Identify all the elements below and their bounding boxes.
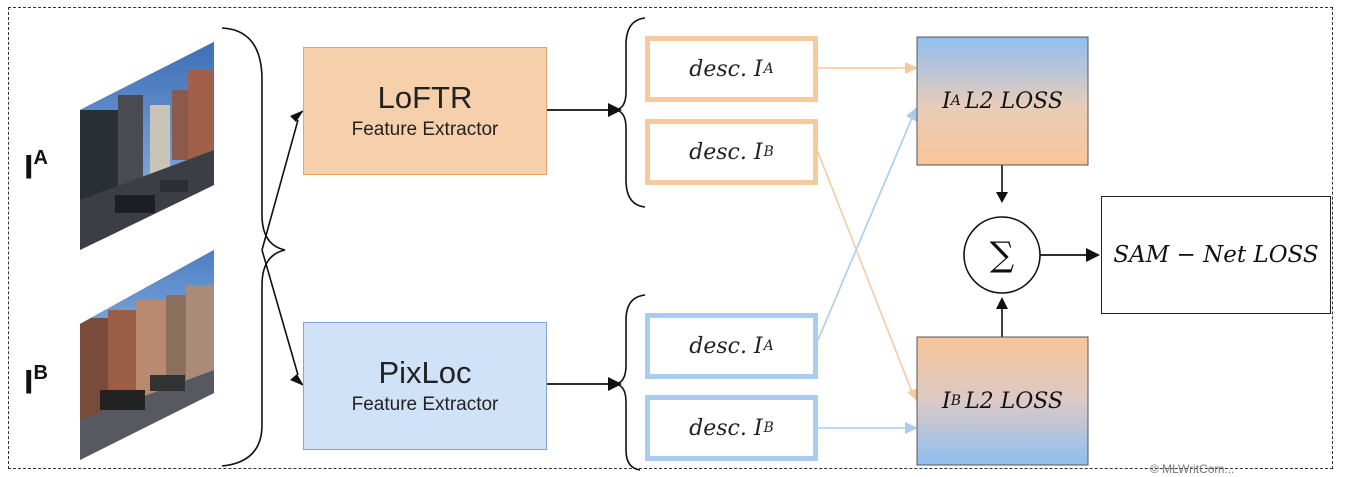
loss-a-fill [916, 36, 1089, 166]
diagram-frame [8, 7, 1333, 469]
pixloc-desc-brace [615, 294, 646, 471]
arrow-head-loftr-out [608, 103, 622, 117]
line-loftr-b-to-loss-b [817, 151, 913, 393]
loss-b-fill [916, 336, 1089, 466]
watermark: © MLWritCom... [1150, 462, 1235, 476]
loftr-subtitle: Feature Extractor [351, 119, 499, 141]
arrow-head-pixloc-out [608, 377, 622, 391]
arrowhead-loftr-b [907, 388, 918, 402]
arrow-head-loftr [290, 110, 304, 122]
arrow-head-pixloc [290, 374, 304, 386]
arrowhead-pixloc-a [906, 106, 918, 122]
sum-symbol: ∑ [989, 235, 1015, 275]
arrowhead-loftr-a [905, 62, 918, 74]
loftr-desc-brace [615, 17, 646, 208]
line-pixloc-a-to-loss-a [817, 117, 913, 341]
arrow-to-loftr [261, 119, 299, 251]
arrowhead-loss-a-sum [996, 192, 1008, 203]
arrowhead-loss-b-sum [996, 297, 1008, 309]
image-a-label: IA [24, 147, 48, 187]
input-brace [221, 27, 286, 467]
loftr-title: LoFTR [377, 79, 473, 115]
pixloc-subtitle: Feature Extractor [351, 394, 499, 416]
pixloc-extractor-box: PixLoc Feature Extractor [303, 322, 547, 450]
pixloc-title: PixLoc [378, 354, 472, 390]
arrowhead-pixloc-b [905, 422, 918, 434]
arrowhead-sum-output [1086, 248, 1100, 262]
sam-net-loss-box: SAM − Net LOSS [1101, 196, 1331, 314]
arrow-to-pixloc [261, 249, 299, 376]
loftr-extractor-box: LoFTR Feature Extractor [303, 47, 547, 175]
image-b-label: IB [24, 362, 48, 402]
